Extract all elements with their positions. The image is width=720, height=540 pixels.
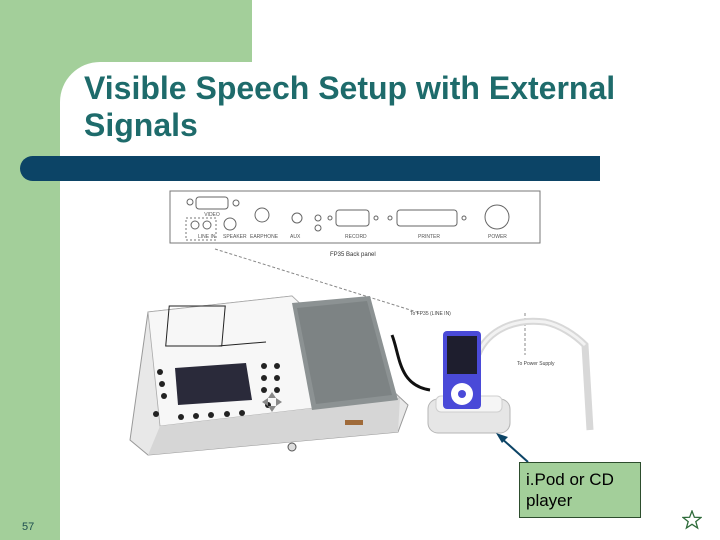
panel-label-line-in: LINE IN: [198, 234, 216, 240]
visible-speech-device-illustration: [129, 295, 431, 456]
slide-title: Visible Speech Setup with External Signa…: [84, 70, 616, 143]
ipod-callout-box: i.Pod or CD player: [519, 462, 641, 518]
panel-label-aux: AUX: [290, 234, 301, 240]
panel-label-printer: PRINTER: [418, 234, 440, 240]
title-panel: [60, 62, 720, 540]
panel-label-video: VIDEO: [204, 212, 220, 218]
label-to-power-supply: To Power Supply: [517, 361, 555, 367]
panel-label-power: POWER: [488, 234, 507, 240]
leader-line-line-in: [214, 248, 421, 314]
star-icon: [682, 510, 702, 530]
back-panel-illustration: VIDEO LINE IN SPEAKER EARPHONE AUX RECOR…: [169, 190, 541, 258]
title-underline-bar: [20, 156, 600, 181]
label-to-fp35: To FP35 (LINE IN): [410, 311, 451, 317]
ipod-illustration: [427, 317, 594, 434]
back-panel-caption: FP35 Back panel: [330, 252, 376, 258]
panel-label-record: RECORD: [345, 234, 367, 240]
callout-arrow: [499, 436, 529, 463]
page-number: 57: [22, 521, 35, 533]
panel-label-earphone: EARPHONE: [250, 234, 279, 240]
panel-label-speaker: SPEAKER: [223, 234, 247, 240]
